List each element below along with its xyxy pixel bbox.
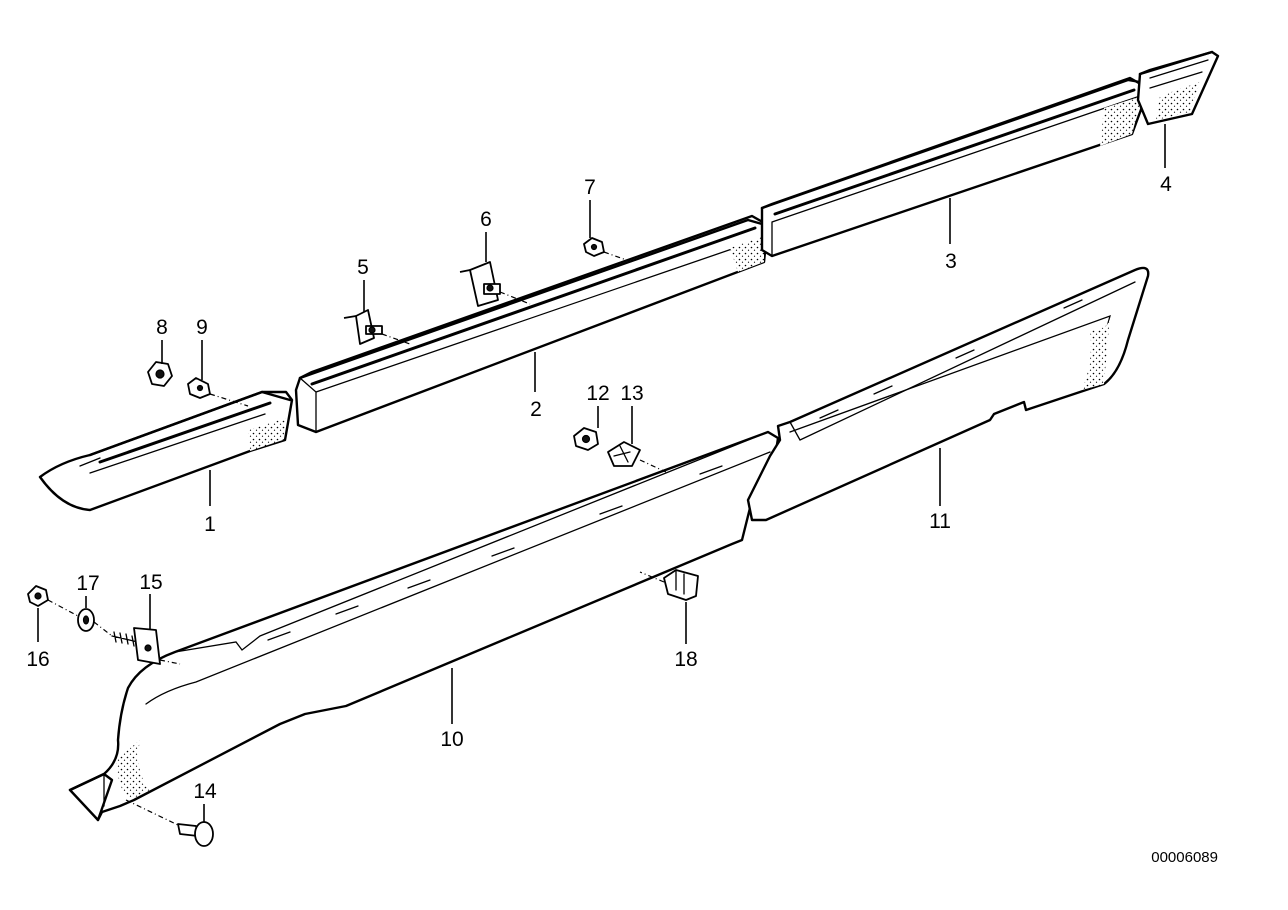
label-part-13: 13 [620,382,643,405]
label-part-12: 12 [586,382,609,405]
label-part-18: 18 [674,648,697,671]
part-1-front-trim [38,390,294,512]
label-part-1: 1 [204,513,216,536]
part-4-end-cap [1136,50,1220,126]
label-part-14: 14 [193,780,217,803]
part-13-clip [607,441,641,467]
part-labels: 1 2 3 4 5 6 7 8 9 10 11 12 13 14 15 16 1… [26,173,1172,803]
label-part-15: 15 [139,571,162,594]
label-part-10: 10 [440,728,463,751]
label-part-7: 7 [584,176,596,199]
leader-lines [37,124,1166,822]
part-5-clip [343,309,383,345]
part-9-grommet [187,377,211,399]
part-15-bolt-plate [111,627,161,665]
part-14-screw [177,821,214,847]
part-10-front-rocker-panel [68,430,780,822]
label-part-8: 8 [156,316,168,339]
label-part-17: 17 [76,572,99,595]
label-part-16: 16 [26,648,49,671]
label-part-3: 3 [945,250,957,273]
part-3-rear-strip [760,76,1148,258]
label-part-6: 6 [480,208,492,231]
part-2-middle-strip [294,214,768,434]
part-12-nut [573,427,599,451]
diagram-code: 00006089 [1151,849,1218,866]
part-18-clip [663,569,699,601]
label-part-11: 11 [929,510,951,533]
part-16-nut [27,585,49,607]
label-part-2: 2 [530,398,542,421]
part-6-clip [459,261,501,307]
label-part-4: 4 [1160,173,1172,196]
assembly-lines [47,251,667,827]
part-7-grommet [583,237,605,257]
part-8-nut [147,361,173,387]
label-part-5: 5 [357,256,369,279]
part-11-rear-rocker-panel [746,266,1150,522]
part-17-washer [77,608,95,632]
label-part-9: 9 [196,316,208,339]
